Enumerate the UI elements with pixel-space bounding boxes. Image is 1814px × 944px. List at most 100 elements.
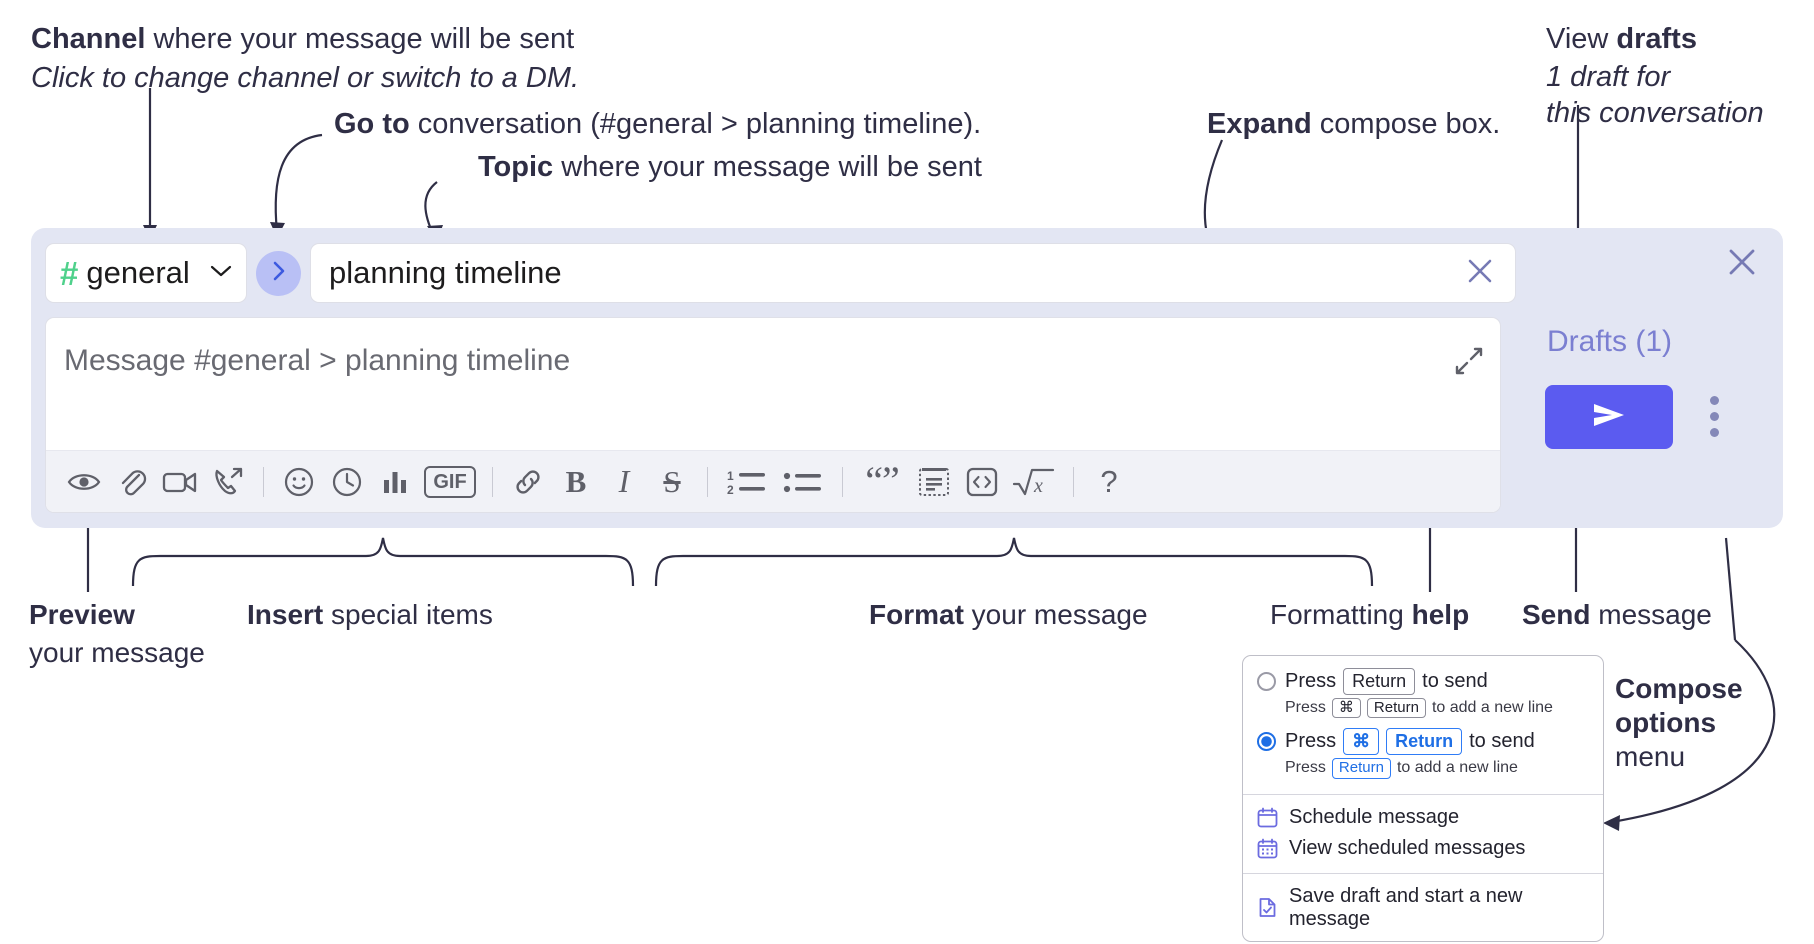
gif-icon: GIF <box>424 465 476 498</box>
send-button[interactable] <box>1545 385 1673 449</box>
menu-item-label: View scheduled messages <box>1289 836 1526 859</box>
send-mode-option-cmd-return[interactable]: Press ⌘ Return to send <box>1243 726 1603 757</box>
calendar-icon <box>1257 807 1278 828</box>
menu-item-schedule-message[interactable]: Schedule message <box>1243 802 1603 833</box>
opt-text: Press <box>1285 759 1326 777</box>
compose-options-button[interactable] <box>1701 396 1727 437</box>
key-chip: Return <box>1331 757 1391 779</box>
opt-text: Press <box>1285 730 1337 752</box>
menu-item-label: Schedule message <box>1289 805 1460 828</box>
annotation-help-bold: help <box>1411 599 1470 630</box>
annotation-help-lead: Formatting <box>1270 599 1412 630</box>
annotation-goto: Go to conversation (#general > planning … <box>334 107 981 141</box>
formatting-help-button[interactable]: ? <box>1085 458 1133 506</box>
annotation-goto-bold: Go to <box>334 108 410 140</box>
message-input[interactable]: Message #general > planning timeline <box>46 318 1500 450</box>
strikethrough-button[interactable]: S <box>648 458 696 506</box>
radio-unselected[interactable] <box>1257 671 1276 691</box>
annotation-drafts: View drafts 1 draft for this conversatio… <box>1546 22 1764 131</box>
eye-icon <box>67 469 101 495</box>
topic-value: planning timeline <box>329 255 562 290</box>
poll-button[interactable] <box>371 458 419 506</box>
attach-button[interactable] <box>108 458 156 506</box>
chevron-down-icon <box>210 264 232 283</box>
key-chip: ⌘ <box>1343 728 1380 755</box>
huddle-button[interactable] <box>204 458 252 506</box>
compose-panel: # general planning timeline Message #gen… <box>31 228 1783 528</box>
paperclip-icon <box>117 466 147 498</box>
strikethrough-label: S <box>663 463 681 499</box>
link-button[interactable] <box>504 458 552 506</box>
topic-input[interactable]: planning timeline <box>310 243 1516 303</box>
code-block-button[interactable] <box>910 458 958 506</box>
emoji-button[interactable] <box>275 458 323 506</box>
svg-text:2: 2 <box>727 483 734 497</box>
compose-options-menu: Press Return to send Press ⌘ Return to a… <box>1242 655 1604 942</box>
opt-text: Press <box>1285 698 1326 716</box>
annotation-compose-bold1: Compose <box>1615 673 1743 704</box>
blockquote-button[interactable]: “” <box>854 458 910 506</box>
annotation-format: Format your message <box>869 598 1148 632</box>
key-chip: ⌘ <box>1331 697 1361 719</box>
send-paper-plane-icon <box>1586 398 1632 437</box>
channel-select[interactable]: # general <box>45 243 247 303</box>
message-placeholder: Message #general > planning timeline <box>64 344 571 377</box>
send-mode-option-return[interactable]: Press Return to send <box>1243 666 1603 697</box>
drafts-link[interactable]: Drafts (1) <box>1547 325 1673 358</box>
annotation-drafts-italic2: this conversation <box>1546 97 1764 130</box>
video-button[interactable] <box>156 458 204 506</box>
annotation-channel-rest: where your message will be sent <box>145 23 575 55</box>
annotation-send: Send message <box>1522 598 1712 632</box>
annotation-expand-bold: Expand <box>1207 108 1312 140</box>
annotation-goto-rest: conversation (#general > planning timeli… <box>409 108 982 140</box>
conversation-context-row: # general planning timeline <box>45 243 1516 303</box>
opt-text: to add a new line <box>1431 698 1553 716</box>
annotation-channel-italic: Click to change channel or switch to a D… <box>31 62 580 95</box>
gif-button[interactable]: GIF <box>419 458 481 506</box>
annotation-expand-rest: compose box. <box>1311 108 1501 140</box>
annotation-insert-rest: special items <box>323 599 493 630</box>
help-label: ? <box>1100 463 1118 499</box>
code-block-icon <box>918 467 950 497</box>
reminder-button[interactable] <box>323 458 371 506</box>
gif-label: GIF <box>433 470 467 493</box>
annotation-topic-rest: where your message will be sent <box>553 151 982 183</box>
annotation-topic-bold: Topic <box>478 151 554 183</box>
annotation-channel: Channel where your message will be sent … <box>31 22 579 95</box>
kebab-menu-icon <box>1709 396 1719 405</box>
send-mode-label: Press Return to send <box>1285 668 1488 695</box>
bulleted-list-button[interactable] <box>775 458 831 506</box>
code-button[interactable] <box>958 458 1006 506</box>
link-icon <box>512 466 544 498</box>
close-icon[interactable] <box>1723 243 1761 286</box>
send-mode-hint: Press ⌘ Return to add a new line <box>1243 697 1603 725</box>
opt-text: Press <box>1285 669 1337 692</box>
message-editor-card: Message #general > planning timeline <box>45 317 1501 513</box>
key-chip: Return <box>1343 668 1416 695</box>
math-button[interactable]: x <box>1006 458 1062 506</box>
expand-icon[interactable] <box>1454 346 1484 381</box>
menu-item-label: Save draft and start a new message <box>1289 884 1523 930</box>
close-icon[interactable] <box>1463 254 1497 293</box>
svg-text:1: 1 <box>727 469 734 483</box>
radio-selected[interactable] <box>1257 732 1276 751</box>
bulleted-list-icon <box>783 467 823 497</box>
annotation-drafts-italic1: 1 draft for <box>1546 61 1671 94</box>
goto-conversation-button[interactable] <box>256 250 301 296</box>
italic-button[interactable]: I <box>600 458 648 506</box>
hash-icon: # <box>60 254 78 292</box>
preview-button[interactable] <box>60 458 108 506</box>
menu-item-view-scheduled-messages[interactable]: View scheduled messages <box>1243 833 1603 864</box>
menu-item-save-draft[interactable]: Save draft and start a new message <box>1243 881 1603 935</box>
annotation-format-rest: your message <box>963 599 1148 630</box>
annotation-compose-options: Compose options menu <box>1615 672 1743 774</box>
key-chip: Return <box>1366 697 1426 719</box>
opt-text: to send <box>1469 730 1535 752</box>
italic-label: I <box>618 463 630 499</box>
bar-chart-icon <box>381 468 409 496</box>
annotation-preview-bold: Preview <box>29 599 135 630</box>
italic-icon: I <box>619 463 630 500</box>
bold-button[interactable]: B <box>552 458 600 506</box>
annotation-drafts-lead: View <box>1546 23 1617 55</box>
ordered-list-button[interactable]: 1 2 <box>719 458 775 506</box>
